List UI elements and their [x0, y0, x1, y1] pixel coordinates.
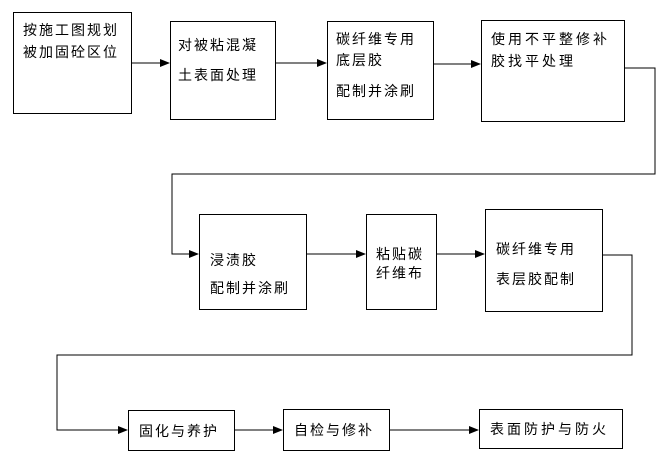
node-text-line: 自检与修补	[294, 423, 374, 439]
flow-node-self-inspection: 自检与修补	[283, 409, 390, 451]
node-text-line: 配制并涂刷	[210, 281, 290, 297]
flow-node-paste-carbon-fiber: 粘贴碳 纤维布	[366, 214, 437, 310]
node-text-line: 表层胶配制	[496, 272, 576, 288]
node-text-line: 被加固砼区位	[23, 45, 119, 61]
connector-leveling-to-impregnation	[171, 67, 656, 258]
node-text-line: 碳纤维专用	[496, 242, 576, 258]
flow-node-impregnating-adhesive: 浸渍胶 配制并涂刷	[199, 214, 307, 310]
flow-node-leveling-repair: 使用不平整修补 胶找平处理	[481, 20, 625, 122]
node-text-line: 纤维布	[376, 266, 424, 282]
node-text-line: 土表面处理	[178, 68, 258, 84]
node-text-line: 底层胶	[336, 53, 384, 69]
flow-node-concrete-surface-treatment: 对被粘混凝 土表面处理	[170, 21, 276, 120]
node-text-line: 表面防护与防火	[490, 422, 609, 438]
node-text-line: 粘贴碳	[376, 247, 424, 263]
node-text-line: 配制并涂刷	[336, 84, 416, 100]
flow-node-topcoat-adhesive: 碳纤维专用 表层胶配制	[485, 209, 603, 312]
node-text-line: 固化与养护	[139, 423, 219, 440]
flow-node-surface-protection: 表面防护与防火	[479, 409, 623, 449]
connector-topcoat-to-curing	[56, 254, 633, 434]
node-text-line: 碳纤维专用	[336, 32, 416, 48]
flow-node-curing: 固化与养护	[128, 410, 235, 451]
node-text-line: 按施工图规划	[23, 23, 119, 39]
node-text-line: 对被粘混凝	[178, 38, 258, 54]
flow-node-primer-adhesive: 碳纤维专用 底层胶 配制并涂刷	[327, 21, 434, 120]
node-text-line: 浸渍胶	[210, 253, 258, 269]
node-text-line: 使用不平整修补	[491, 32, 610, 48]
node-text-line: 胶找平处理	[491, 54, 576, 70]
flow-node-plan-area: 按施工图规划 被加固砼区位	[13, 12, 132, 114]
